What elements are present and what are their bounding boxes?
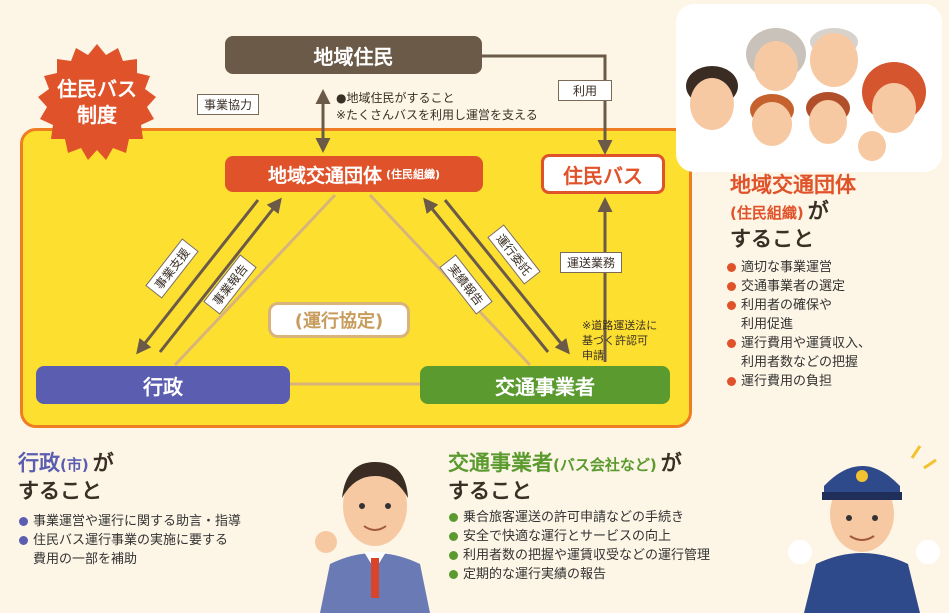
transport-service-label: 運送業務 xyxy=(560,252,623,273)
usage-label: 利用 xyxy=(558,80,613,101)
girl-figure xyxy=(806,92,850,144)
list-item: 利用者の確保や xyxy=(726,296,871,315)
operator-section-title-line2: すること xyxy=(448,479,532,503)
bus-driver-illustration xyxy=(788,445,940,613)
bus-label: 住民バス xyxy=(563,163,643,188)
gov-section-title-ga: が xyxy=(92,451,114,475)
org-sublabel: (住民組織) xyxy=(385,168,441,181)
badge-line2: 制度 xyxy=(77,103,117,127)
badge-burst-shape xyxy=(38,44,156,160)
mother-figure xyxy=(862,62,926,133)
operator-section-title: 交通事業者(バス会社など)が すること xyxy=(448,450,682,504)
operator-section-items: 乗合旅客運送の許可申請などの手続き 安全で快適な運行とサービスの向上 利用者数の… xyxy=(448,508,710,584)
org-section-items: 適切な事業運営 交通事業者の選定 利用者の確保や 利用促進 運行費用や運賃収入、… xyxy=(726,258,871,391)
list-item-continuation: 費用の一部を補助 xyxy=(33,552,138,567)
city-official-illustration xyxy=(315,462,430,613)
gov-label: 行政 xyxy=(143,374,183,399)
residents-label: 地域住民 xyxy=(313,44,394,69)
org-section-title-main: 地域交通団体 xyxy=(730,173,856,197)
operator-label: 交通事業者 xyxy=(495,374,595,399)
badge-line1: 住民バス xyxy=(57,77,137,101)
permit-note: ※道路運送法に 基づく許認可 申請 xyxy=(582,318,657,363)
org-section-title-ga: が xyxy=(807,199,829,223)
operator-section-title-main: 交通事業者 xyxy=(448,451,553,475)
performance-arrow xyxy=(423,197,550,353)
list-item: 安全で快適な運行とサービスの向上 xyxy=(448,527,710,546)
list-item: 事業運営や運行に関する助言・指導 xyxy=(18,512,241,531)
org-section-title-line2: すること xyxy=(730,227,814,251)
boy-figure xyxy=(750,94,794,146)
gov-section-items: 事業運営や運行に関する助言・指導 住民バス運行事業の実施に要する 費用の一部を補… xyxy=(18,512,241,569)
gov-section-title-line2: すること xyxy=(18,479,102,503)
commission-arrow xyxy=(443,199,570,355)
report-arrow xyxy=(158,197,282,353)
usage-arrow xyxy=(482,54,613,155)
list-item: 運行費用の負担 xyxy=(726,372,871,391)
operator-section-title-sub: (バス会社など) xyxy=(553,456,657,474)
gov-section-title-main: 行政 xyxy=(18,451,60,475)
list-item: 利用者数の把握や運賃収受などの運行管理 xyxy=(448,546,710,565)
residents-note: ●地域住民がすること ※たくさんバスを利用し運営を支える xyxy=(336,90,538,124)
list-item-continuation: 利用者数などの把握 xyxy=(741,355,859,370)
list-item: 交通事業者の選定 xyxy=(726,277,871,296)
family-illustration xyxy=(676,4,942,172)
grandfather-figure xyxy=(810,28,858,87)
list-item-continuation: 利用促進 xyxy=(741,317,794,332)
operator-section-title-ga: が xyxy=(660,451,682,475)
agreement-label: (運行協定) xyxy=(294,311,384,332)
agreement-box: (運行協定) xyxy=(268,302,410,338)
father-figure xyxy=(686,66,738,130)
org-section-title: 地域交通団体 (住民組織)が すること xyxy=(730,172,856,252)
residents-box: 地域住民 xyxy=(225,36,482,74)
gov-section-title: 行政(市)が すること xyxy=(18,450,114,504)
residents-note-line1: ●地域住民がすること xyxy=(336,91,455,105)
permit-note-line3: 申請 xyxy=(582,349,604,362)
org-label: 地域交通団体 xyxy=(267,164,382,187)
permit-note-line2: 基づく許認可 xyxy=(582,334,648,347)
system-badge: 住民バス 制度 xyxy=(36,42,158,164)
org-section-title-sub: (住民組織) xyxy=(730,204,804,222)
gov-box: 行政 xyxy=(36,366,290,404)
baby-figure xyxy=(858,131,886,161)
business-cooperation-label: 事業協力 xyxy=(197,94,260,115)
operator-box: 交通事業者 xyxy=(420,366,670,404)
list-item: 住民バス運行事業の実施に要する xyxy=(18,531,241,550)
list-item: 適切な事業運営 xyxy=(726,258,871,277)
triangle-left-edge xyxy=(173,193,337,367)
list-item: 運行費用や運賃収入、 xyxy=(726,334,871,353)
org-box: 地域交通団体 (住民組織) xyxy=(225,156,483,192)
gov-section-title-sub: (市) xyxy=(60,456,89,474)
permit-note-line1: ※道路運送法に xyxy=(582,319,658,332)
list-item: 乗合旅客運送の許可申請などの手続き xyxy=(448,508,710,527)
support-arrow xyxy=(136,199,260,355)
list-item: 定期的な運行実績の報告 xyxy=(448,565,710,584)
grandmother-figure xyxy=(746,28,806,91)
residents-note-line2: ※たくさんバスを利用し運営を支える xyxy=(336,108,538,122)
bus-box: 住民バス xyxy=(541,154,665,194)
